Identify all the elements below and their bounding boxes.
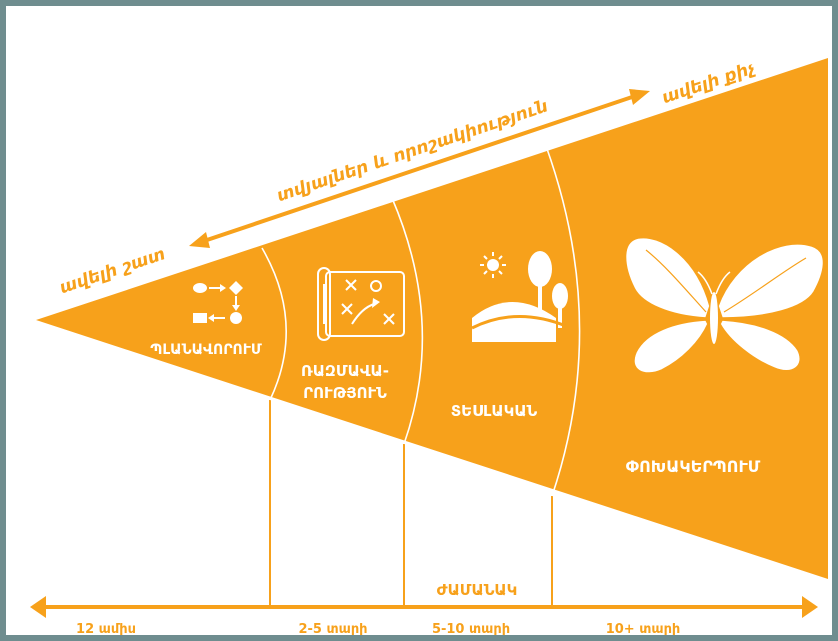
diagram-frame: տվյալներ և որոշակիություն ավելի քիչ ավել…: [6, 6, 832, 635]
uncertainty-wedge: [36, 58, 828, 579]
data-certainty-arrow: [189, 89, 650, 248]
stage-strategy-label-line2: ՐՈՒԹՅՈՒՆ: [303, 384, 387, 402]
time-horizon-diagram: տվյալներ և որոշակիություն ավելի քիչ ավել…: [30, 58, 828, 635]
landscape-icon: [471, 251, 568, 342]
timeline-arrow: [30, 596, 818, 618]
strategy-map-icon: [317, 267, 405, 341]
stage-transformation-label: ՓՈԽԱԿԵՐՊՈՒՄ: [626, 457, 761, 476]
stage-vision-label: ՏԵՍԼԱԿԱՆ: [451, 402, 538, 420]
timeline-tick-4: 10+ տարի: [606, 622, 681, 635]
timeline-title: ԺԱՄԱՆԱԿ: [437, 581, 518, 599]
divider-curve-1: [261, 247, 287, 401]
butterfly-icon: [624, 236, 825, 374]
timeline-tick-1: 12 ամիս: [76, 622, 136, 635]
timeline-tick-3: 5-10 տարի: [432, 622, 510, 635]
stage-strategy-label-line1: ՌԱԶՄԱՎԱ-: [301, 362, 389, 380]
divider-curve-2: [391, 197, 424, 445]
timeline-tick-2: 2-5 տարի: [298, 622, 367, 635]
divider-curve-3: [545, 145, 581, 497]
flowchart-icon: [193, 281, 243, 324]
stage-planning-label: ՊԼԱՆԱՎՈՐՈՒՄ: [150, 342, 262, 358]
